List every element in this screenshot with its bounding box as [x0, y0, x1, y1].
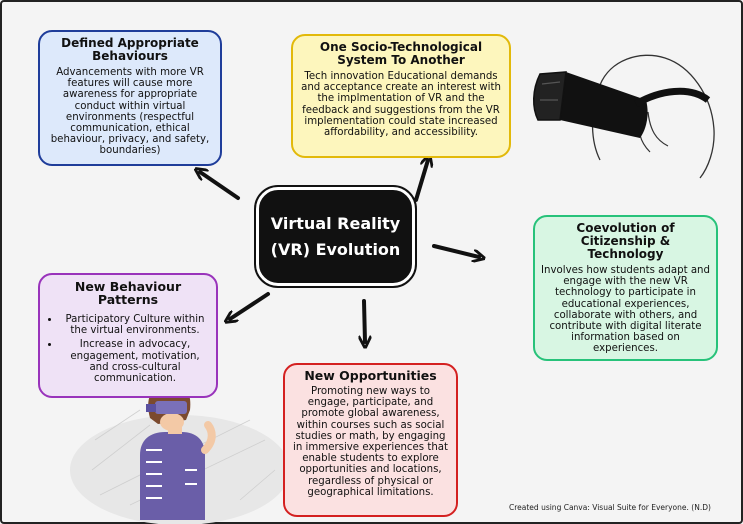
center-title: Virtual Reality (VR) Evolution [270, 213, 401, 259]
new-behaviour-box: New Behaviour Patterns Participatory Cul… [38, 273, 218, 398]
credit-text: Created using Canva: Visual Suite for Ev… [509, 503, 711, 512]
new-behaviour-list: Participatory Culture within the virtual… [46, 314, 210, 384]
vr-user-illustration [70, 381, 290, 524]
new-behaviour-title: New Behaviour Patterns [74, 279, 182, 307]
list-item: Participatory Culture within the virtual… [60, 314, 210, 336]
new-opportunities-box: New Opportunities Promoting new ways to … [283, 363, 458, 517]
arrow-to-newopp [364, 299, 365, 342]
coevolution-body: Involves how students adapt and engage w… [541, 265, 710, 355]
arrow-to-defined [200, 172, 240, 200]
list-item: Increase in advocacy, engagement, motiva… [60, 339, 210, 384]
defined-behaviours-title: Defined Appropriate Behaviours [61, 36, 199, 63]
coevolution-title: Coevolution of Citizenship & Technology [576, 221, 675, 261]
vr-headset-icon [533, 54, 715, 179]
arrow-to-newbeh [230, 292, 270, 319]
socio-technological-body: Tech innovation Educational demands and … [301, 71, 501, 139]
arrow-to-onesocio [414, 160, 428, 202]
new-opportunities-body: Promoting new ways to engage, participat… [292, 386, 449, 498]
arrow-to-coevo [432, 244, 479, 257]
new-opportunities-title: New Opportunities [304, 368, 437, 383]
coevolution-box: Coevolution of Citizenship & Technology … [533, 215, 718, 361]
socio-technological-box: One Socio-Technological System To Anothe… [291, 34, 511, 158]
center-node: Virtual Reality (VR) Evolution [254, 185, 417, 288]
defined-behaviours-body: Advancements with more VR features will … [50, 67, 210, 157]
socio-technological-title: One Socio-Technological System To Anothe… [319, 40, 483, 67]
defined-behaviours-box: Defined Appropriate Behaviours Advanceme… [38, 30, 222, 166]
